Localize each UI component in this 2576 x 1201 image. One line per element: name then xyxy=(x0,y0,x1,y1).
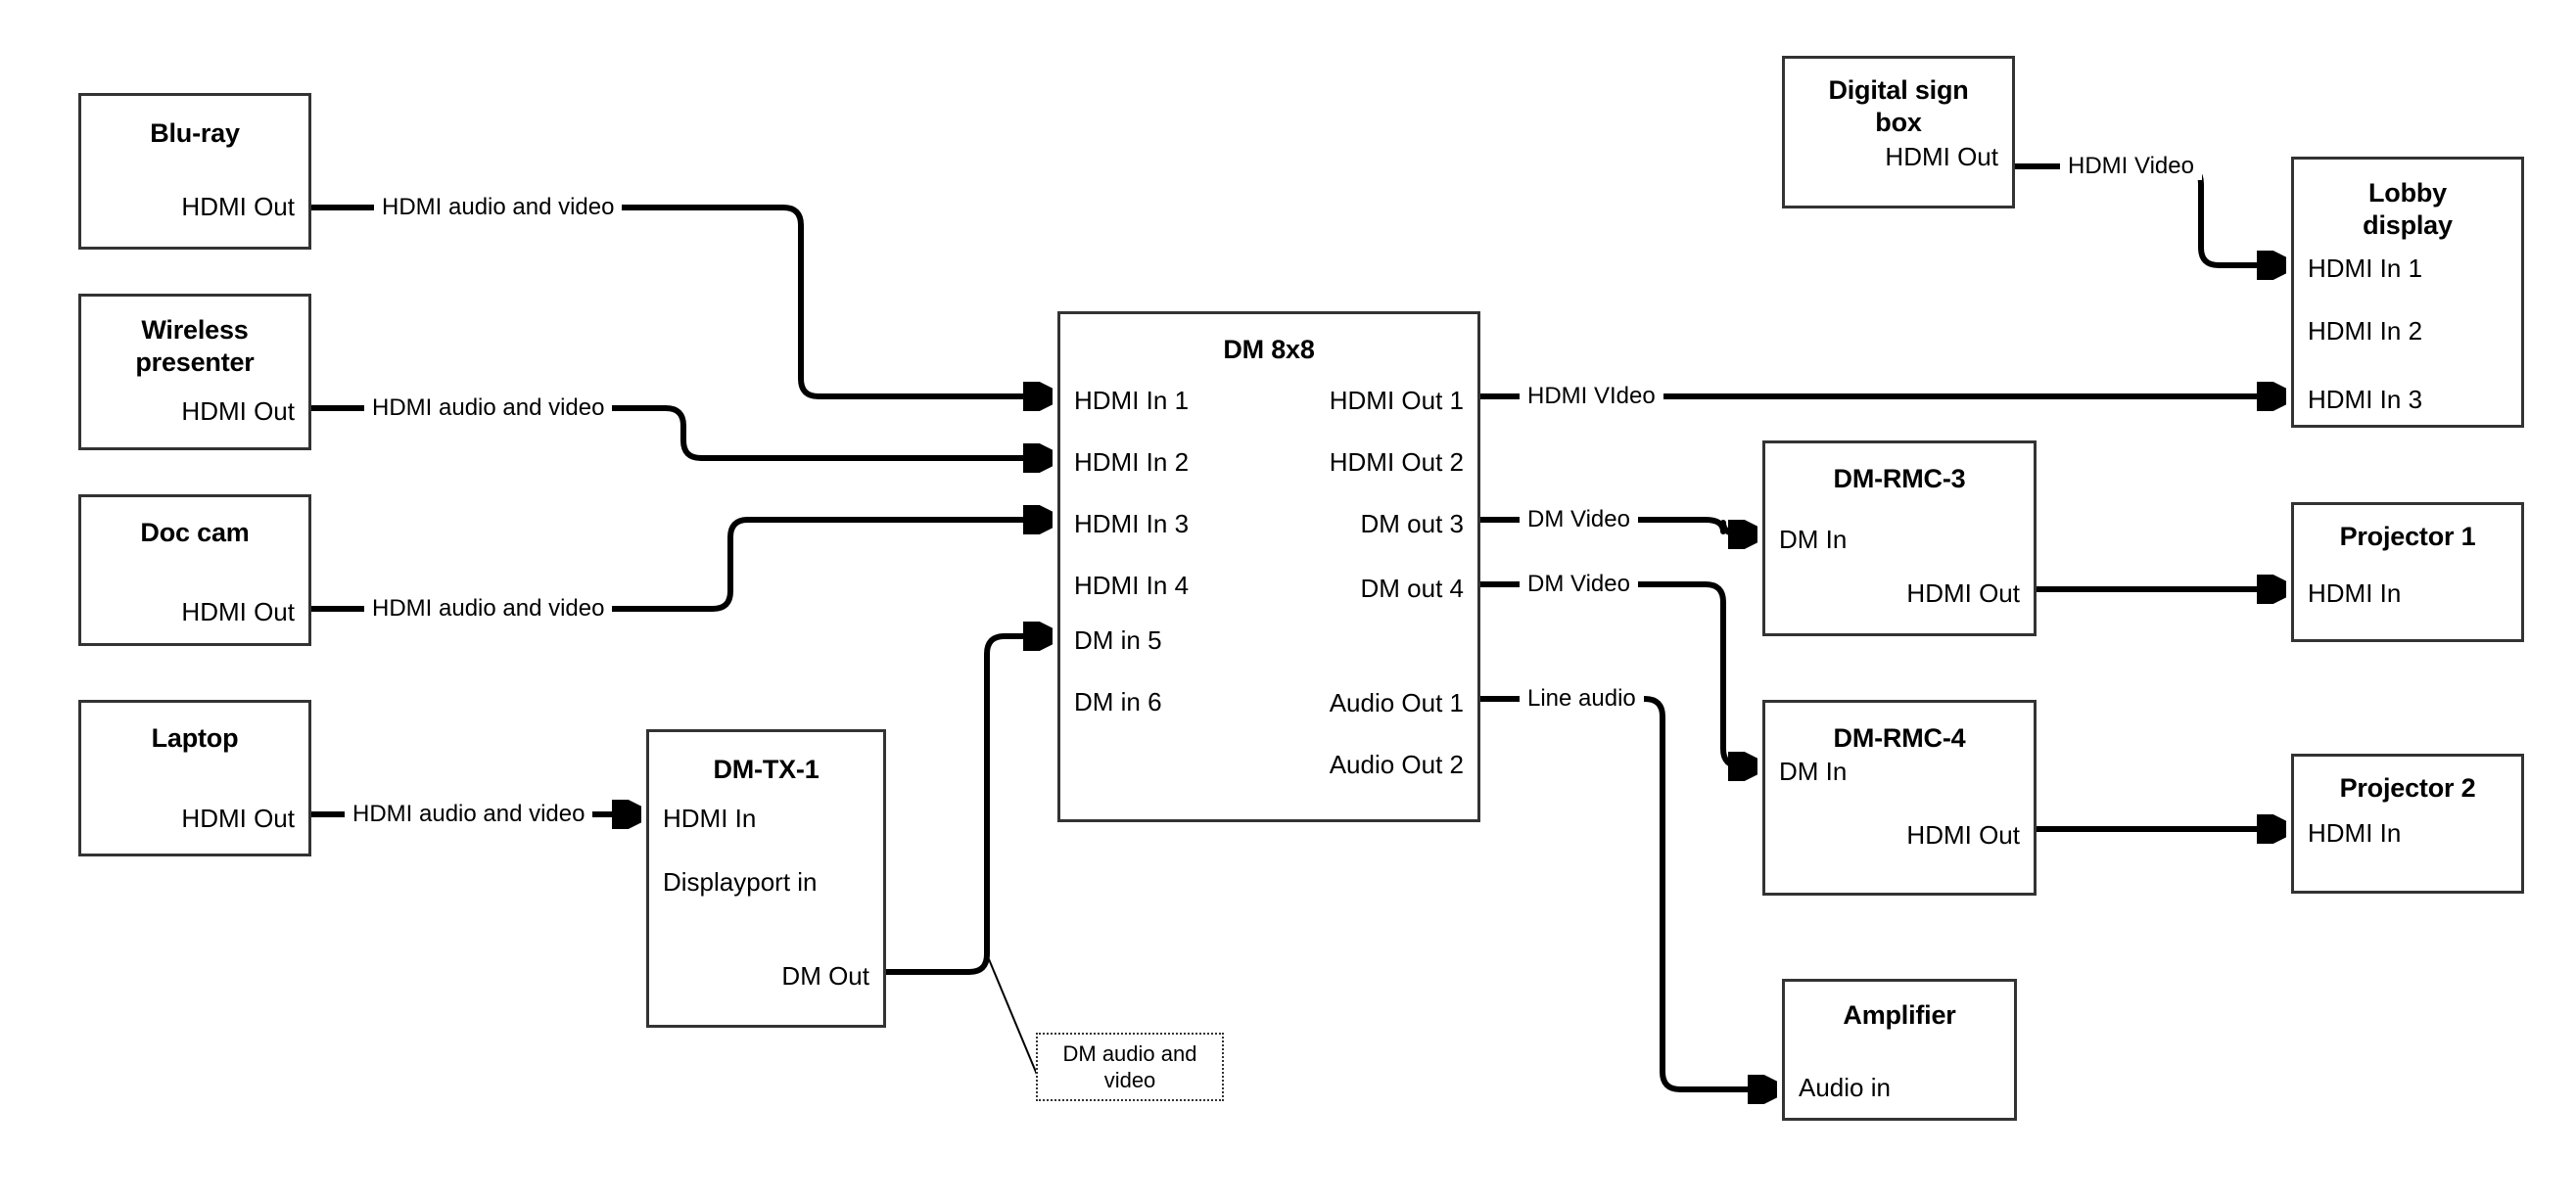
node-dm-rmc-3-title: DM-RMC-3 xyxy=(1833,464,1966,493)
wire-note-leader xyxy=(988,958,1039,1078)
node-projector-1[interactable]: Projector 1 HDMI In xyxy=(2291,502,2524,642)
node-dm-rmc-3-port-hdmi-out: HDMI Out xyxy=(1906,578,2020,608)
wire-dmtx1-to-dm8x8-dm-in-5 xyxy=(886,636,1048,975)
node-projector-2-title: Projector 2 xyxy=(2339,773,2476,803)
node-doc-cam-port-hdmi-out: HDMI Out xyxy=(181,597,295,626)
node-dm-rmc-3-port-dm-in: DM In xyxy=(1779,525,1848,554)
node-dm-8x8-input-hdmi-in-1: HDMI In 1 xyxy=(1074,386,1190,415)
wire-label-audio-out-1: Line audio xyxy=(1520,685,1644,713)
node-amplifier[interactable]: Amplifier Audio in xyxy=(1782,979,2017,1121)
node-dm-rmc-4-title: DM-RMC-4 xyxy=(1833,723,1966,753)
node-dm-8x8-input-hdmi-in-2: HDMI In 2 xyxy=(1074,447,1190,477)
wire-label-bluray: HDMI audio and video xyxy=(374,194,623,221)
node-dm-8x8[interactable]: DM 8x8 HDMI In 1 HDMI In 2 HDMI In 3 HDM… xyxy=(1057,311,1480,822)
node-doc-cam[interactable]: Doc cam HDMI Out xyxy=(78,494,311,646)
node-lobby-display[interactable]: Lobby display HDMI In 1 HDMI In 2 HDMI I… xyxy=(2291,157,2524,428)
node-wireless-presenter-port-hdmi-out: HDMI Out xyxy=(181,396,295,426)
wire-dm8x8-dmout4-to-rmc4-dm-in xyxy=(1480,581,1753,766)
wire-label-wireless: HDMI audio and video xyxy=(364,394,613,422)
node-digital-sign-box[interactable]: Digital sign box HDMI Out xyxy=(1782,56,2015,208)
wire-bluray-to-dm8x8-hdmi-in-1 xyxy=(311,205,1048,396)
wire-label-dm-out-4: DM Video xyxy=(1520,571,1638,598)
node-dm-rmc-3[interactable]: DM-RMC-3 DM In HDMI Out xyxy=(1762,440,2037,636)
node-laptop-title: Laptop xyxy=(151,723,239,753)
wire-label-doccam: HDMI audio and video xyxy=(364,595,613,623)
node-projector-1-port-hdmi-in: HDMI In xyxy=(2308,578,2402,608)
node-projector-2[interactable]: Projector 2 HDMI In xyxy=(2291,754,2524,894)
node-dm-8x8-input-dm-in-6: DM in 6 xyxy=(1074,687,1162,716)
node-dm-8x8-output-hdmi-out-1: HDMI Out 1 xyxy=(1329,386,1464,415)
node-dm-tx-1-port-displayport-in: Displayport in xyxy=(663,867,818,897)
node-wireless-presenter-title: Wireless presenter xyxy=(135,315,255,377)
node-dm-8x8-output-audio-out-2: Audio Out 2 xyxy=(1329,750,1464,779)
node-projector-1-title: Projector 1 xyxy=(2339,522,2476,551)
node-dm-8x8-output-dm-out-3: DM out 3 xyxy=(1360,509,1465,538)
node-projector-2-port-hdmi-in: HDMI In xyxy=(2308,818,2402,848)
node-dm-8x8-title: DM 8x8 xyxy=(1223,335,1315,364)
node-dm-rmc-4-port-dm-in: DM In xyxy=(1779,757,1848,786)
node-lobby-display-port-hdmi-in-3: HDMI In 3 xyxy=(2308,385,2423,414)
node-doc-cam-title: Doc cam xyxy=(140,518,250,547)
node-lobby-display-title: Lobby display xyxy=(2363,178,2453,240)
node-laptop[interactable]: Laptop HDMI Out xyxy=(78,700,311,856)
node-digital-sign-box-title: Digital sign box xyxy=(1828,75,1969,137)
node-dm-8x8-output-dm-out-4: DM out 4 xyxy=(1360,574,1465,603)
node-dm-8x8-output-audio-out-1: Audio Out 1 xyxy=(1329,688,1464,717)
node-laptop-port-hdmi-out: HDMI Out xyxy=(181,804,295,833)
node-lobby-display-port-hdmi-in-2: HDMI In 2 xyxy=(2308,316,2423,346)
wire-label-digital-sign: HDMI Video xyxy=(2060,153,2202,180)
node-dm-tx-1-port-dm-out: DM Out xyxy=(781,961,869,991)
node-lobby-display-port-hdmi-in-1: HDMI In 1 xyxy=(2308,254,2423,283)
node-bluray[interactable]: Blu-ray HDMI Out xyxy=(78,93,311,250)
node-dm-8x8-input-dm-in-5: DM in 5 xyxy=(1074,625,1162,655)
wire-dm8x8-audioout1-to-amplifier xyxy=(1480,696,1772,1089)
node-dm-8x8-input-hdmi-in-3: HDMI In 3 xyxy=(1074,509,1190,538)
node-amplifier-port-audio-in: Audio in xyxy=(1799,1073,1891,1102)
wire-label-dm-out-3: DM Video xyxy=(1520,506,1638,533)
wire-digitalsign-to-lobby-hdmi-in-1 xyxy=(2015,163,2281,265)
node-bluray-title: Blu-ray xyxy=(150,118,240,148)
node-digital-sign-box-port-hdmi-out: HDMI Out xyxy=(1885,142,1998,171)
node-dm-tx-1-title: DM-TX-1 xyxy=(713,755,820,784)
node-bluray-port-hdmi-out: HDMI Out xyxy=(181,192,295,221)
node-dm-rmc-4-port-hdmi-out: HDMI Out xyxy=(1906,820,2020,850)
node-wireless-presenter[interactable]: Wireless presenter HDMI Out xyxy=(78,294,311,450)
node-dm-tx-1-port-hdmi-in: HDMI In xyxy=(663,804,757,833)
node-dm-8x8-input-hdmi-in-4: HDMI In 4 xyxy=(1074,571,1190,600)
wire-label-hdmi-out-1: HDMI VIdeo xyxy=(1520,383,1663,410)
node-amplifier-title: Amplifier xyxy=(1843,1000,1956,1030)
note-dm-audio-and-video-text: DM audio and video xyxy=(1062,1041,1197,1092)
node-dm-8x8-output-hdmi-out-2: HDMI Out 2 xyxy=(1329,447,1464,477)
note-dm-audio-and-video: DM audio and video xyxy=(1036,1033,1224,1101)
node-dm-tx-1[interactable]: DM-TX-1 HDMI In Displayport in DM Out xyxy=(646,729,886,1028)
wire-label-laptop: HDMI audio and video xyxy=(345,801,593,828)
node-dm-rmc-4[interactable]: DM-RMC-4 DM In HDMI Out xyxy=(1762,700,2037,896)
